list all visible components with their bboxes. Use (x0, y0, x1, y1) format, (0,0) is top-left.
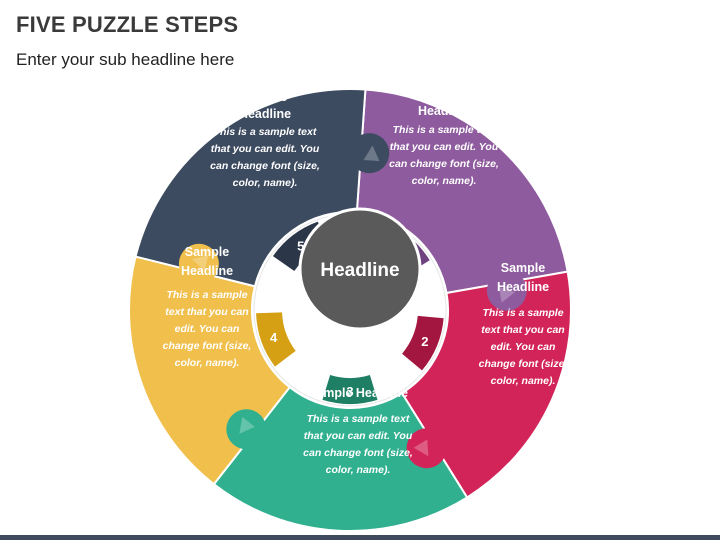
segment-2-body-line: This is a sample (482, 307, 563, 319)
center-headline: Headline (320, 260, 399, 281)
segment-3-body-line: that you can edit. You (304, 430, 413, 442)
segment-5-body-line: This is a sample text (214, 126, 317, 138)
segment-1-body-line: that you can edit. You (390, 141, 499, 153)
segment-2-headline: Headline (497, 280, 549, 294)
segment-5-headline: Headline (239, 107, 291, 121)
segment-3-body-line: color, name). (326, 464, 391, 476)
segment-3-headline: Sample Headline (308, 386, 408, 400)
segment-1-headline: Headline (418, 104, 470, 118)
segment-2-body-line: text that you can (481, 324, 564, 336)
puzzle-knob-4 (178, 243, 219, 284)
bottom-accent-bar (0, 535, 720, 540)
puzzle-knob-5 (349, 133, 390, 174)
segment-1-body-line: color, name). (412, 175, 477, 187)
puzzle-knob-highlight (363, 145, 380, 162)
index-band-3 (322, 375, 378, 404)
segment-5-body-line: can change font (size, (210, 160, 320, 172)
index-number-4: 4 (270, 330, 278, 345)
segment-3-body-line: This is a sample text (307, 413, 410, 425)
segment-1-body-line: can change font (size, (389, 158, 499, 170)
segment-2-body-line: color, name). (491, 375, 556, 387)
segment-4-body-line: color, name). (175, 357, 240, 369)
center-circle (298, 207, 422, 331)
segment-5-body-line: that you can edit. You (211, 143, 320, 155)
segment-2-headline: Sample (501, 261, 546, 275)
segment-4-body-line: This is a sample (166, 289, 247, 301)
index-band-4 (256, 312, 296, 367)
puzzle-knob-3 (226, 409, 267, 450)
puzzle-knob-highlight (498, 286, 516, 303)
segment-2-body-line: edit. You can (491, 341, 556, 353)
segment-1-body-line: This is a sample text (393, 124, 496, 136)
segment-3-body-line: can change font (size, (303, 447, 413, 459)
segment-2-body-line: change font (size, (479, 358, 568, 370)
segment-5-headline: Sample (243, 90, 288, 104)
segment-5-body-line: color, name). (233, 177, 298, 189)
segment-4-headline: Headline (181, 264, 233, 278)
page-subtitle: Enter your sub headline here (16, 50, 235, 69)
segment-4-body-line: text that you can (165, 306, 248, 318)
puzzle-knob-highlight (191, 255, 209, 271)
puzzle-knob-1 (486, 270, 527, 311)
puzzle-knob-highlight (413, 439, 429, 457)
page-title: FIVE PUZZLE STEPS (16, 12, 239, 37)
segment-4-body-line: change font (size, (163, 340, 252, 352)
segment-4-body-line: edit. You can (175, 323, 240, 335)
segment-4-headline: Sample (185, 245, 230, 259)
segment-1-headline: Sample (422, 87, 467, 101)
puzzle-knob-highlight (239, 416, 255, 434)
index-number-5: 5 (297, 239, 304, 254)
index-number-3: 3 (346, 384, 353, 399)
index-band-2 (402, 315, 444, 371)
index-number-2: 2 (421, 334, 428, 349)
puzzle-knob-2 (406, 428, 447, 469)
